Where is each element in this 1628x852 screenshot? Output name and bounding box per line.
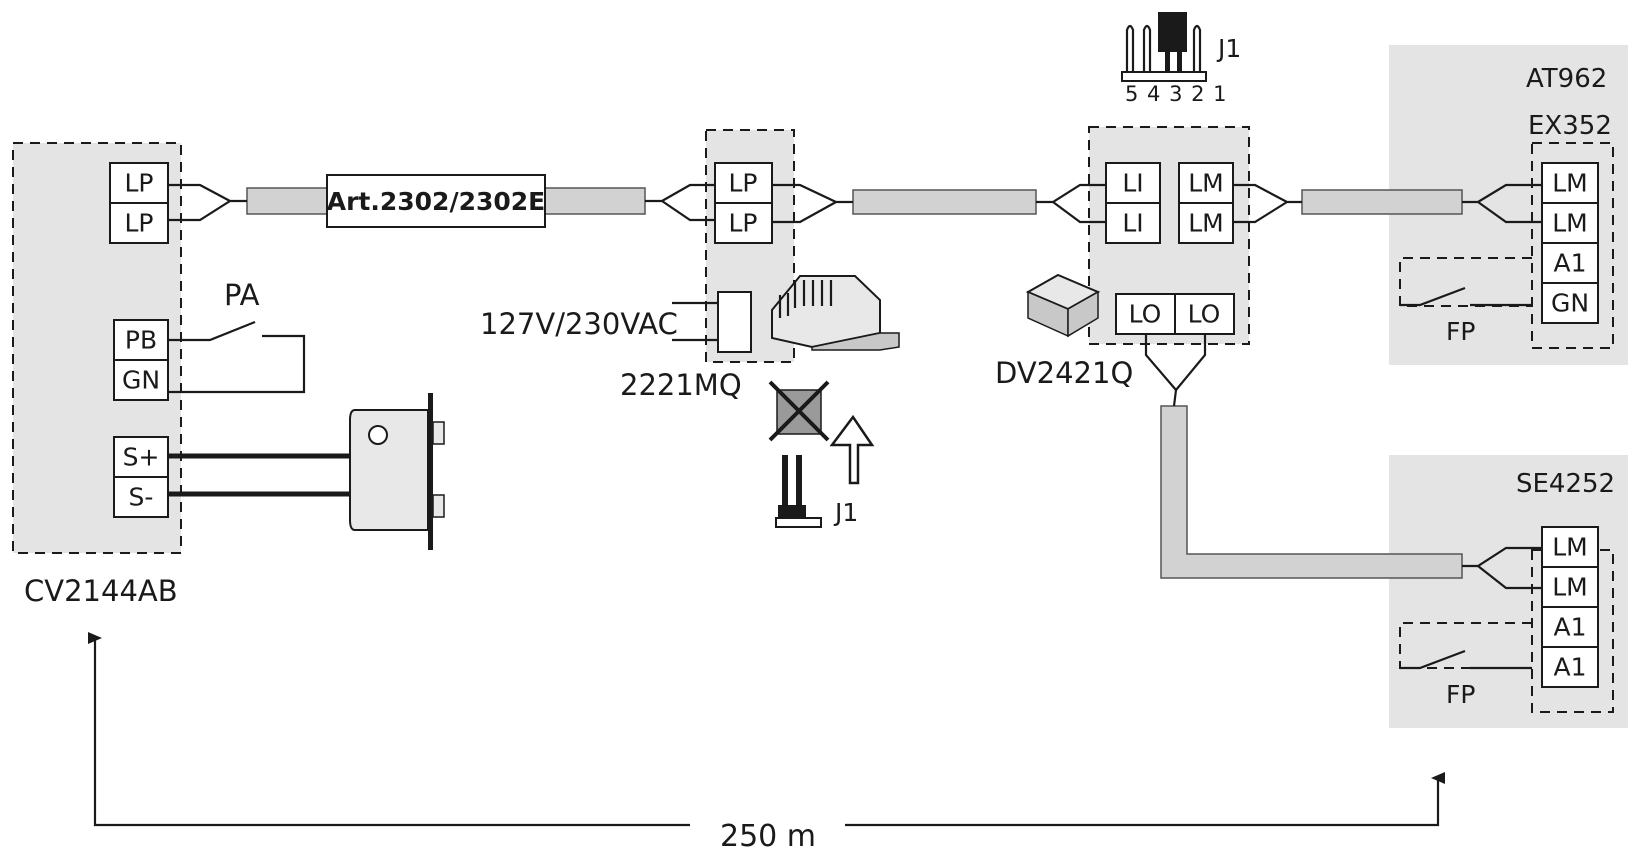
svg-text:LM: LM bbox=[1188, 169, 1224, 198]
twisted-pair bbox=[169, 183, 247, 222]
distance-label: 250 m bbox=[720, 819, 816, 852]
svg-text:LI: LI bbox=[1122, 209, 1143, 238]
psu-outline bbox=[705, 129, 795, 363]
svg-text:LI: LI bbox=[1122, 169, 1143, 198]
svg-text:LO: LO bbox=[1188, 300, 1221, 329]
divider-module-icon bbox=[1025, 273, 1101, 338]
ds1-outline bbox=[1531, 142, 1614, 349]
terminal-label: LP bbox=[124, 169, 153, 198]
mains-wires bbox=[672, 301, 718, 342]
svg-text:LM: LM bbox=[1188, 209, 1224, 238]
ds1-fp-switch bbox=[1400, 286, 1532, 307]
twisted-pair bbox=[1144, 334, 1207, 407]
svg-text:A1: A1 bbox=[1553, 653, 1586, 682]
up-arrow-icon bbox=[829, 414, 875, 485]
door-station-1-module-label: EX352 bbox=[1528, 111, 1612, 141]
svg-text:LM: LM bbox=[1552, 169, 1588, 198]
twisted-pair bbox=[1036, 183, 1106, 224]
jumper-header-label: J1 bbox=[1216, 34, 1241, 63]
door-station-1-label: AT962 bbox=[1526, 64, 1607, 94]
twisted-pair bbox=[1233, 183, 1302, 224]
divider-terminal-block: LI LI LM LM LO LO bbox=[1105, 162, 1235, 335]
twisted-pair bbox=[1462, 183, 1542, 224]
twisted-pair bbox=[772, 183, 853, 224]
ds2-fp-loop bbox=[1399, 622, 1532, 669]
terminal-label: LP bbox=[124, 209, 153, 238]
svg-text:A1: A1 bbox=[1553, 613, 1586, 642]
monitor-label: CV2144AB bbox=[24, 574, 178, 608]
svg-text:LM: LM bbox=[1552, 209, 1588, 238]
ds1-fp-loop bbox=[1399, 257, 1532, 307]
svg-text:LO: LO bbox=[1129, 300, 1162, 329]
speaker-icon bbox=[349, 393, 445, 550]
psu-label: 2221MQ bbox=[620, 368, 742, 402]
twisted-pair bbox=[1462, 546, 1542, 590]
terminal-label: GN bbox=[122, 366, 160, 395]
svg-text:GN: GN bbox=[1551, 289, 1589, 318]
svg-text:A1: A1 bbox=[1553, 249, 1586, 278]
psu-module-icon bbox=[771, 275, 900, 351]
door-station-2-label: SE4252 bbox=[1516, 469, 1615, 499]
jumper-icon bbox=[775, 455, 822, 528]
cable-label-box bbox=[326, 174, 546, 228]
cable-label: Art.2302/2302E bbox=[327, 187, 546, 216]
svg-text:LM: LM bbox=[1552, 533, 1588, 562]
psu-mains-terminal bbox=[717, 291, 752, 353]
ds1-fp-label: FP bbox=[1446, 317, 1475, 346]
speaker-wires bbox=[168, 453, 355, 497]
svg-text:LP: LP bbox=[728, 209, 757, 238]
cable-segment bbox=[246, 187, 328, 215]
svg-text:LP: LP bbox=[728, 169, 757, 198]
terminal-label: S- bbox=[129, 483, 154, 512]
psu-terminal-block: LP LP bbox=[714, 162, 773, 244]
jumper-header-icon bbox=[1121, 12, 1207, 82]
crossed-out-icon bbox=[768, 380, 830, 442]
terminal-label: S+ bbox=[123, 443, 160, 472]
distance-line-left bbox=[88, 632, 690, 827]
cable-segment bbox=[1301, 189, 1463, 215]
supply-label: 127V/230VAC bbox=[480, 307, 678, 341]
cable-segment bbox=[1160, 405, 1463, 579]
divider-label: DV2421Q bbox=[995, 356, 1133, 390]
twisted-pair bbox=[645, 183, 718, 222]
jumper-pin-numbers: 5 4 3 2 1 bbox=[1125, 82, 1228, 106]
svg-text:LM: LM bbox=[1552, 573, 1588, 602]
cable-segment bbox=[852, 189, 1037, 215]
cable-segment bbox=[544, 187, 646, 215]
ds2-terminal-block: LM LM A1 A1 bbox=[1541, 526, 1599, 688]
ds1-terminal-block: LM LM A1 GN bbox=[1541, 162, 1599, 324]
ds2-fp-switch bbox=[1400, 649, 1532, 670]
monitor-terminal-block: LP LP PB GN S+ S- bbox=[109, 162, 169, 518]
terminal-label: PB bbox=[125, 326, 157, 355]
pushbutton-switch bbox=[168, 320, 306, 394]
pushbutton-label: PA bbox=[224, 278, 260, 312]
distance-line-right bbox=[845, 772, 1445, 827]
jumper-label: J1 bbox=[833, 498, 858, 527]
ds2-fp-label: FP bbox=[1446, 680, 1475, 709]
